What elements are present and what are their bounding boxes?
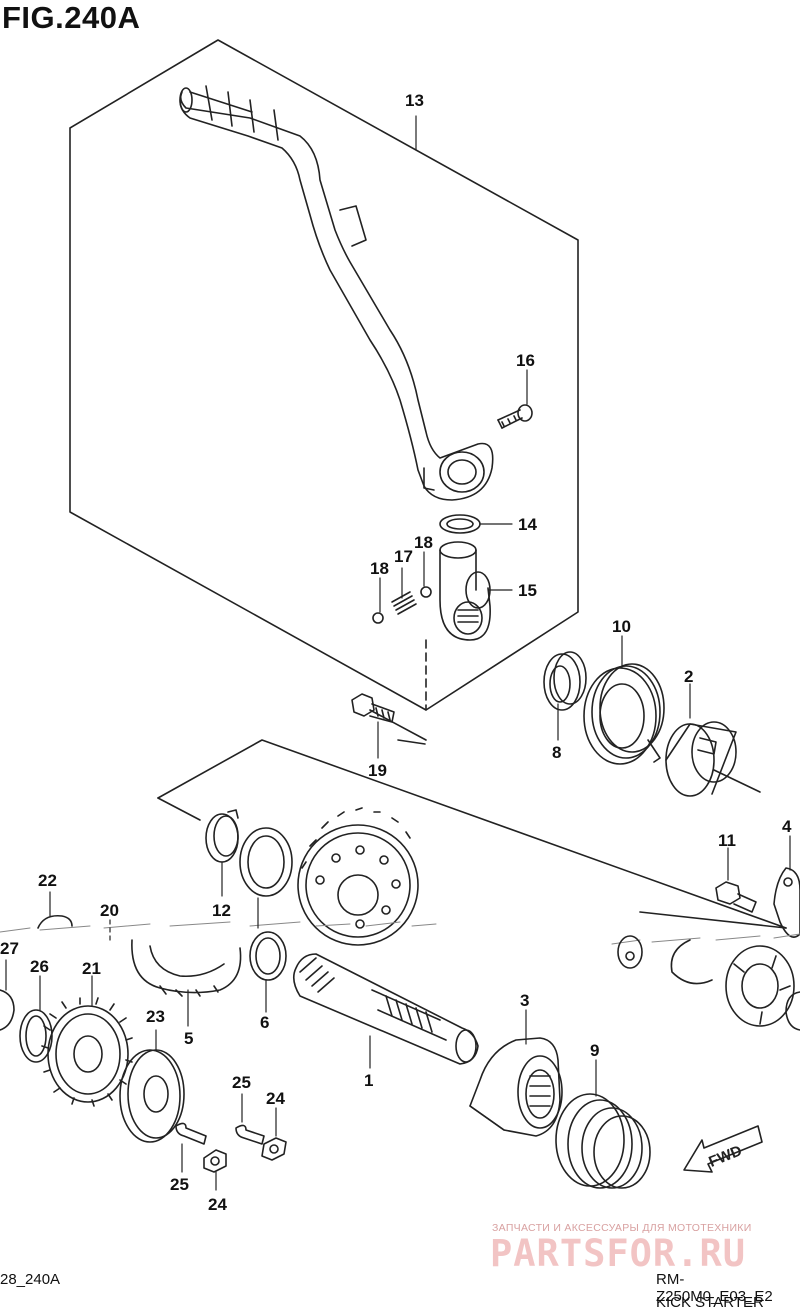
bolt-16-part: [497, 404, 533, 429]
callout-16: 16: [516, 351, 535, 370]
callout-14: 14: [518, 515, 537, 534]
leader-lines: [5, 115, 791, 1191]
right-side-parts: [617, 935, 800, 1031]
washers-24-parts: [203, 1137, 287, 1173]
callout-19: 19: [368, 761, 387, 780]
callout-12: 12: [212, 901, 231, 920]
callout-10: 10: [612, 617, 631, 636]
bolts-25-parts: [175, 1122, 265, 1145]
gear-5-lower-part: [131, 939, 242, 997]
callout-6: 6: [260, 1013, 270, 1032]
callout-17: 17: [394, 547, 413, 566]
bolt-11-part: [715, 881, 757, 913]
callout-3: 3: [520, 991, 530, 1010]
upper-assembly-frame: [69, 39, 579, 711]
callout-4: 4: [782, 817, 792, 836]
callout-13: 13: [405, 91, 424, 110]
lower-assembly-frame: [157, 709, 787, 929]
callout-1: 1: [364, 1071, 374, 1090]
figure-code-right: RM-Z250M0_E03_E2: [656, 1271, 773, 1305]
figure-title: FIG.240A: [2, 0, 141, 35]
oil-seal-8-part: [543, 651, 587, 711]
callout-18-lower: 18: [370, 559, 389, 578]
callout-2: 2: [684, 667, 694, 686]
spring-10-part: [583, 663, 665, 765]
callout-15: 15: [518, 581, 537, 600]
bolt-19-part: [351, 693, 395, 723]
spring-9-part: [555, 1093, 651, 1189]
callout-24-lower: 24: [208, 1195, 227, 1214]
watermark-logo: PARTSFOR.RU: [490, 1232, 747, 1275]
washer-near-12-part: [239, 827, 293, 897]
callout-8: 8: [552, 743, 562, 762]
callout-9: 9: [590, 1041, 600, 1060]
circlip-12-part: [205, 809, 239, 863]
ball-18-parts: [372, 586, 432, 624]
callout-20: 20: [100, 901, 119, 920]
shaft-1-part: [292, 953, 479, 1065]
ratchet-3-part: [469, 1037, 563, 1137]
callout-25-upper: 25: [232, 1073, 251, 1092]
callout-24-upper: 24: [266, 1089, 285, 1108]
figure-code-left: 28_240A: [0, 1271, 61, 1288]
torn-band-dashes: [0, 921, 800, 945]
callout-27: 27: [0, 939, 19, 958]
gear-5-part: [297, 807, 419, 946]
washer-23-part: [119, 1049, 185, 1143]
ring-27-part: [0, 989, 15, 1031]
section-name: KICK STARTER: [656, 1294, 764, 1311]
callout-22: 22: [38, 871, 57, 890]
kick-lever-part: [179, 85, 494, 501]
washer-6-part: [249, 931, 287, 981]
washer-26-part: [19, 1009, 53, 1063]
watermark-tagline: ЗАПЧАСТИ И АКСЕССУАРЫ ДЛЯ МОТОТЕХНИКИ: [492, 1222, 752, 1234]
washer-14-part: [439, 514, 481, 534]
callout-21: 21: [82, 959, 101, 978]
spring-17-part: [391, 591, 417, 615]
fwd-direction-arrow: FWD: [683, 1125, 763, 1173]
boss-15-part: [439, 541, 491, 641]
guide-2-part: [665, 721, 761, 797]
callout-26: 26: [30, 957, 49, 976]
gear-21-part: [41, 997, 133, 1107]
callout-5: 5: [184, 1029, 194, 1048]
callout-25-lower: 25: [170, 1175, 189, 1194]
callout-18-upper: 18: [414, 533, 433, 552]
clip-22-part: [37, 914, 73, 929]
callout-23: 23: [146, 1007, 165, 1026]
callout-11: 11: [718, 831, 736, 850]
